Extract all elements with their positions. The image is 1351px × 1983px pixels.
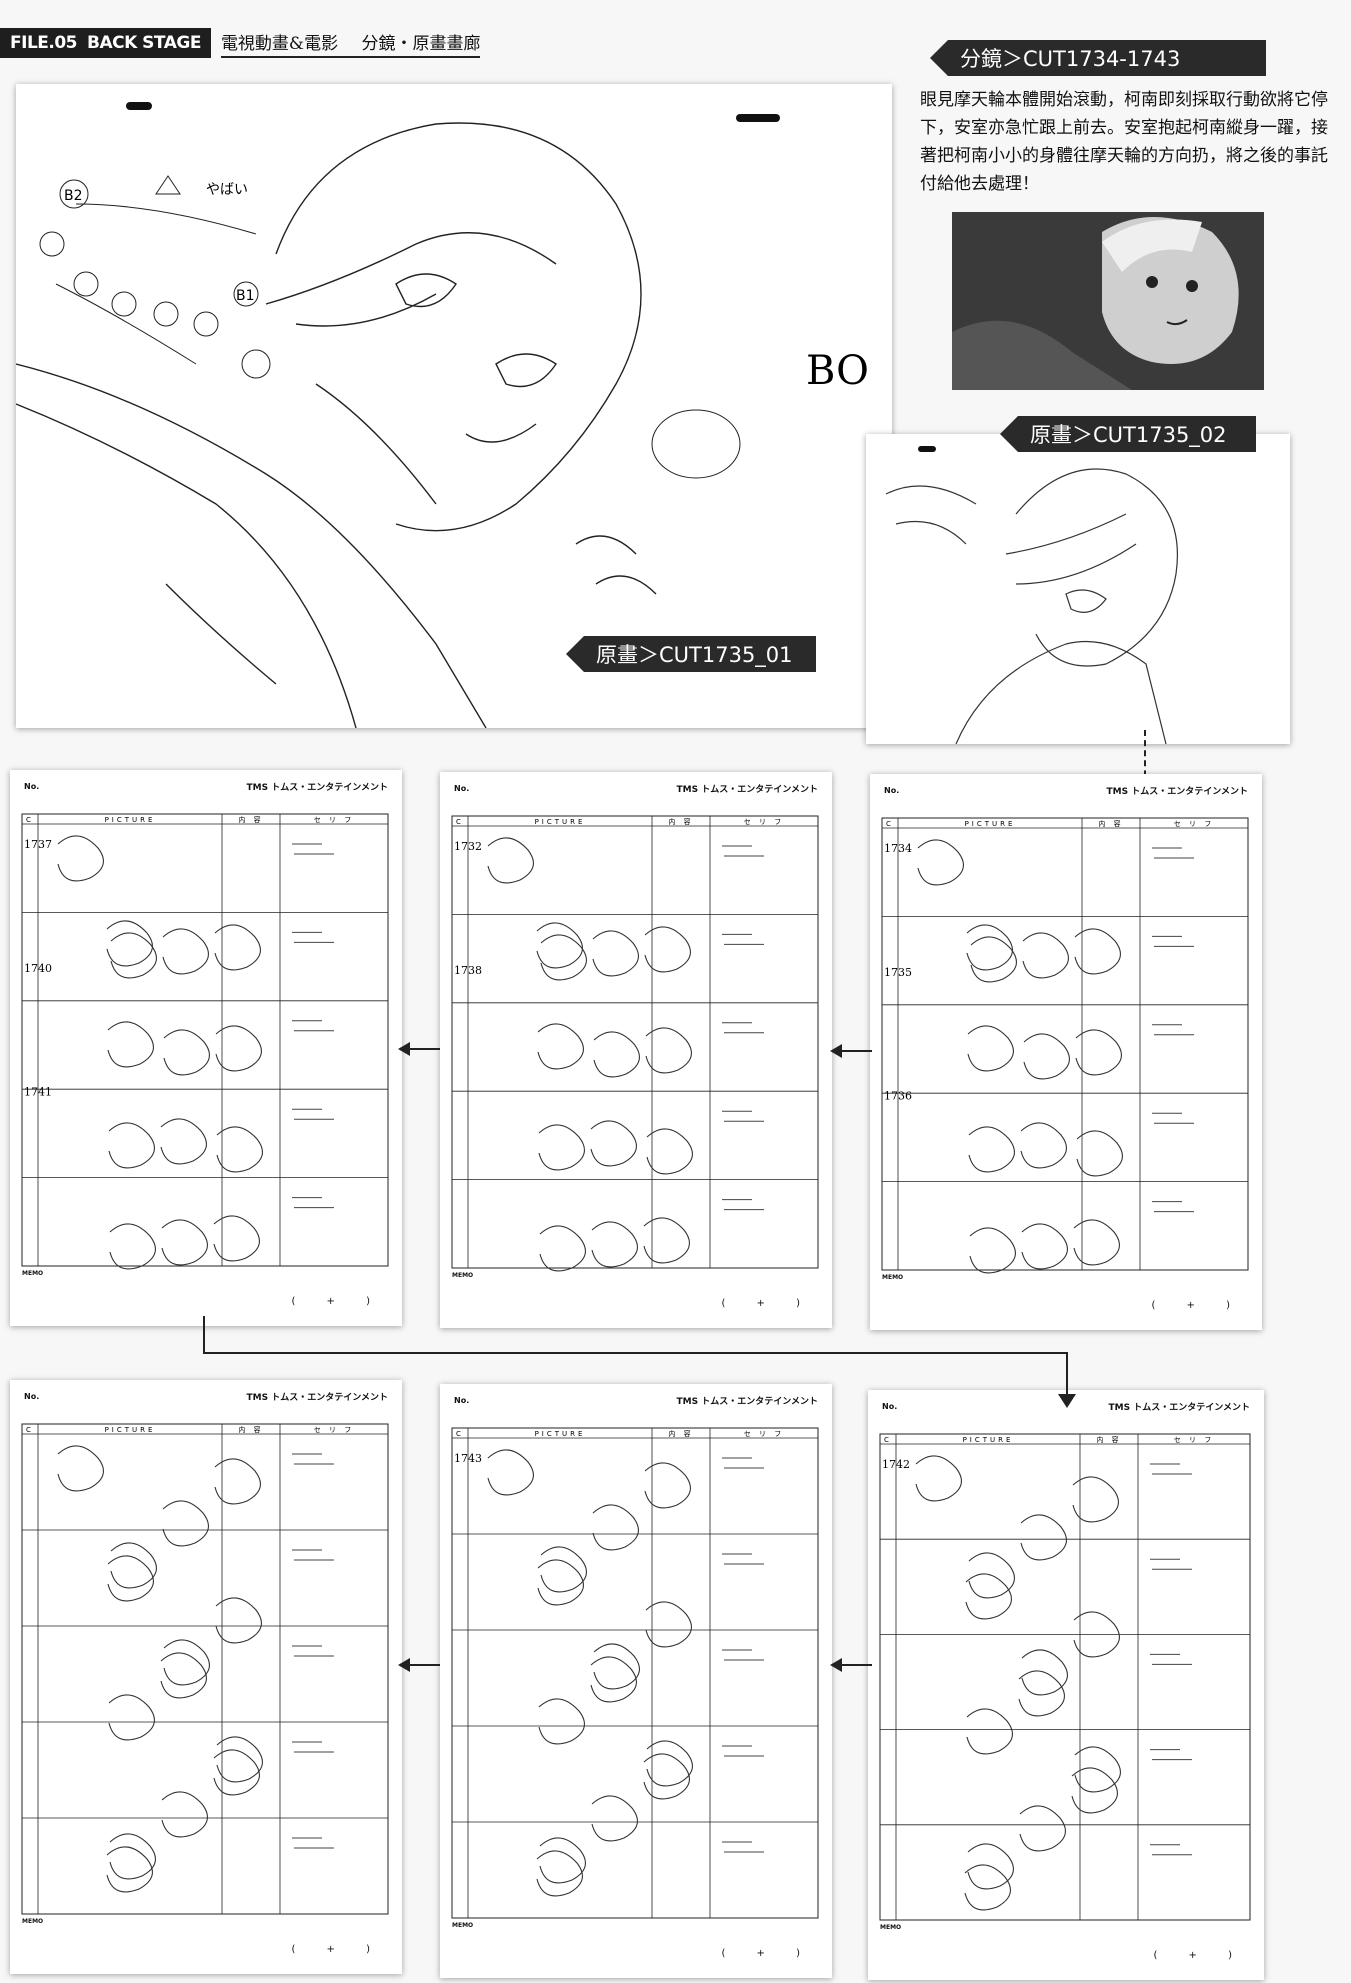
column-header: セ リ フ — [314, 816, 354, 824]
genga-02-drawing — [885, 446, 1178, 744]
sheet-grid: C PICTURE 内 容 セ リ フ 1734 1735 1736 — [881, 817, 1249, 1274]
storyboard-sheet: C PICTURE 内 容 セ リ フ 1737 1740 1741 No. TMS トムス・エ… — [10, 770, 402, 1326]
genga-cut1735-01: B2 B1 やばい BO — [16, 84, 892, 728]
sheet-memo: MEMO — [452, 1922, 474, 1929]
column-header: 内 容 — [1098, 819, 1123, 828]
sheet-memo: MEMO — [22, 1270, 44, 1277]
anime-screenshot — [952, 212, 1264, 390]
category-label: 電視動畫&電影 — [220, 33, 339, 54]
column-header: PICTURE — [105, 816, 156, 824]
sheet-memo: MEMO — [882, 1274, 904, 1281]
cut-number: 1743 — [454, 1452, 482, 1465]
sheet-pager: ( + ) — [291, 1296, 384, 1307]
note-b1: B1 — [236, 288, 255, 304]
sheet-brand: TMS トムス・エンタテインメント — [246, 1393, 388, 1403]
column-header: C — [886, 820, 894, 828]
column-header: C — [456, 1430, 464, 1438]
sheet-no-label: No. — [24, 1392, 40, 1401]
file-number: FILE.05 — [10, 33, 78, 53]
column-header: 内 容 — [238, 1425, 263, 1434]
flow-arrow-3 — [398, 1658, 440, 1672]
file-tag: FILE.05 BACK STAGE — [0, 28, 211, 58]
genga-01-drawing: B2 B1 やばい BO — [16, 102, 869, 728]
column-header: セ リ フ — [744, 1430, 784, 1438]
genga-01-label: 原畫＞CUT1735_01 — [566, 636, 816, 672]
column-header: セ リ フ — [314, 1426, 354, 1434]
storyboard-sheet: C PICTURE 内 容 セ リ フ 1742 No. TMS トムス・エンタテインメント… — [868, 1390, 1264, 1980]
column-header: PICTURE — [535, 818, 586, 826]
flow-arrowhead-down — [1058, 1394, 1076, 1408]
sheet-pager: ( + ) — [721, 1948, 814, 1959]
column-header: PICTURE — [965, 820, 1016, 828]
page-header: FILE.05 BACK STAGE 電視動畫&電影 分鏡・原畫畫廊 — [0, 28, 481, 58]
cut-number: 1741 — [24, 1086, 52, 1099]
column-header: 内 容 — [1096, 1435, 1121, 1444]
genga-02-label: 原畫＞CUT1735_02 — [1000, 416, 1256, 452]
note-b2: B2 — [64, 188, 83, 204]
flow-connector-across — [203, 1352, 1067, 1354]
description-text: 眼見摩天輪本體開始滾動，柯南即刻採取行動欲將它停下，安室亦急忙跟上前去。安室抱起… — [920, 90, 1328, 194]
sheet-no-label: No. — [454, 1396, 470, 1405]
section-name: BACK STAGE — [87, 33, 201, 53]
sheet-pager: ( + ) — [291, 1944, 384, 1955]
cut-number: 1738 — [454, 964, 482, 977]
sheet-no-label: No. — [882, 1402, 898, 1411]
column-header: PICTURE — [963, 1436, 1014, 1444]
sheet-no-label: No. — [454, 784, 470, 793]
sheet-pager: ( + ) — [721, 1298, 814, 1309]
column-header: C — [26, 816, 34, 824]
flow-arrow-2 — [830, 1044, 872, 1058]
sheet-brand: TMS トムス・エンタテインメント — [1106, 787, 1248, 797]
cut-number: 1740 — [24, 962, 52, 975]
storyboard-label: 分鏡＞CUT1734-1743 — [930, 40, 1266, 76]
cut-number: 1737 — [24, 838, 52, 851]
column-header: 内 容 — [668, 1429, 693, 1438]
column-header: PICTURE — [535, 1430, 586, 1438]
cut-number: 1742 — [882, 1458, 910, 1471]
flow-arrow-1 — [398, 1042, 440, 1056]
column-header: C — [26, 1426, 34, 1434]
column-header: 内 容 — [238, 815, 263, 824]
sheet-pager: ( + ) — [1151, 1300, 1244, 1311]
column-header: セ リ フ — [1174, 1436, 1214, 1444]
flow-arrow-4 — [830, 1658, 872, 1672]
cut-number: 1736 — [884, 1090, 912, 1103]
sheet-no-label: No. — [884, 786, 900, 795]
sheet-pager: ( + ) — [1153, 1950, 1246, 1961]
column-header: C — [884, 1436, 892, 1444]
flow-connector-down — [203, 1316, 205, 1352]
sheet-grid: C PICTURE 内 容 セ リ フ 1742 — [879, 1433, 1251, 1921]
sheet-grid: C PICTURE 内 容 セ リ フ 1737 1740 1741 — [21, 813, 389, 1270]
storyboard-sheet: C PICTURE 内 容 セ リ フ No. TMS トムス・エンタテインメント MEMO… — [10, 1380, 402, 1974]
column-header: PICTURE — [105, 1426, 156, 1434]
sheet-brand: TMS トムス・エンタテインメント — [676, 785, 818, 795]
screenshot-illustration — [952, 212, 1264, 390]
column-header: 内 容 — [668, 817, 693, 826]
sheet-memo: MEMO — [452, 1272, 474, 1279]
column-header: C — [456, 818, 464, 826]
sheet-grid: C PICTURE 内 容 セ リ フ — [21, 1423, 389, 1915]
storyboard-sheet: C PICTURE 内 容 セ リ フ 1734 1735 1736 No. TMS トムス・エ… — [870, 774, 1262, 1330]
column-header: セ リ フ — [744, 818, 784, 826]
genga-cut1735-02 — [866, 434, 1290, 744]
cut-number: 1735 — [884, 966, 912, 979]
storyboard-sheet: C PICTURE 内 容 セ リ フ 1732 1738 No. TMS トムス・エンタテイ… — [440, 772, 832, 1328]
sheet-memo: MEMO — [880, 1924, 902, 1931]
cut-number: 1734 — [884, 842, 912, 855]
flow-connector-down-2 — [1066, 1352, 1068, 1394]
note-bo: BO — [806, 348, 869, 394]
sheet-memo: MEMO — [22, 1918, 44, 1925]
topic-label: 分鏡・原畫畫廊 — [361, 33, 481, 54]
column-header: セ リ フ — [1174, 820, 1214, 828]
sheet-grid: C PICTURE 内 容 セ リ フ 1732 1738 — [451, 815, 819, 1272]
sheet-brand: TMS トムス・エンタテインメント — [246, 783, 388, 793]
note-yabai: やばい — [206, 182, 248, 198]
sheet-brand: TMS トムス・エンタテインメント — [676, 1397, 818, 1407]
sheet-brand: TMS トムス・エンタテインメント — [1108, 1403, 1250, 1413]
sheet-no-label: No. — [24, 782, 40, 791]
page-subtitle: 電視動畫&電影 分鏡・原畫畫廊 — [220, 29, 481, 58]
sheet-grid: C PICTURE 内 容 セ リ フ 1743 — [451, 1427, 819, 1919]
storyboard-sheet: C PICTURE 内 容 セ リ フ 1743 No. TMS トムス・エンタテインメント… — [440, 1384, 832, 1978]
cut-number: 1732 — [454, 840, 482, 853]
